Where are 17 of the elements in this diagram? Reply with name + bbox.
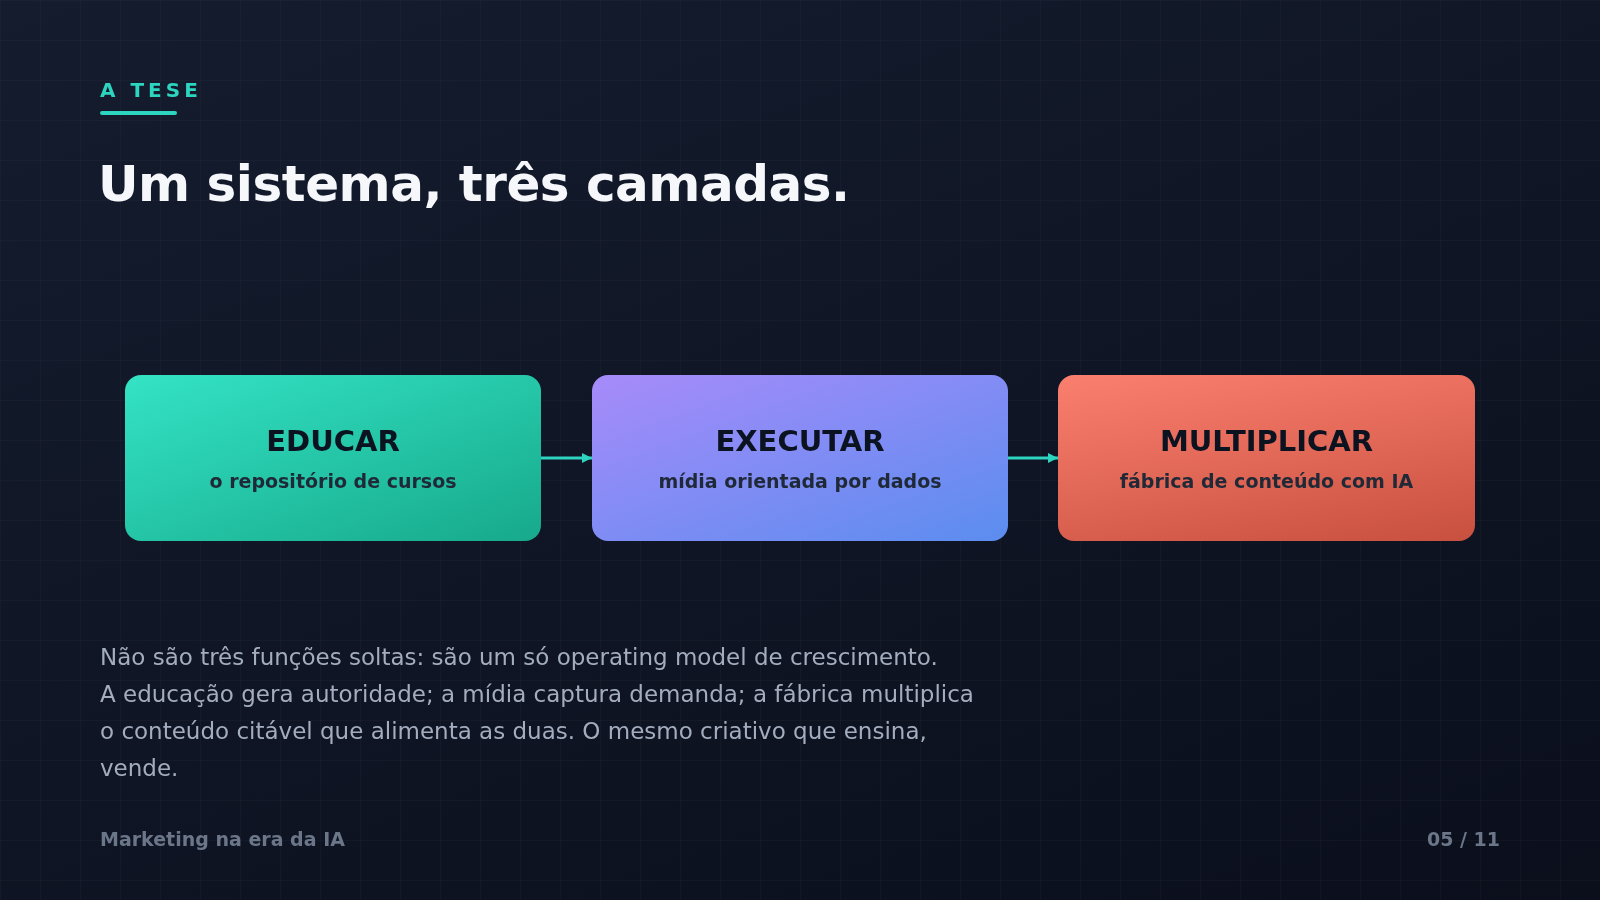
body-text: Não são três funções soltas: são um só operating model de crescimento. xyxy=(100,643,939,672)
layer-card xyxy=(1058,375,1475,541)
body-text: A educação gera autoridade; a mídia captura demanda; a fábrica multiplica o conteúdo citável que alimenta as duas. O mesmo criativo que ensina, vende. xyxy=(100,680,975,783)
layer-card xyxy=(125,375,541,541)
section-label: A TESE xyxy=(100,78,202,102)
card-subtitle: fábrica de conteúdo com IA xyxy=(1119,470,1414,492)
card-heading: EDUCAR xyxy=(266,424,400,458)
card-heading: MULTIPLICAR xyxy=(1159,424,1374,458)
card-subtitle: mídia orientada por dados xyxy=(658,470,942,492)
footer-text: Marketing na era da IA xyxy=(100,828,345,850)
arrow xyxy=(541,453,592,463)
arrow xyxy=(1008,453,1058,463)
card-heading: EXECUTAR xyxy=(715,424,885,458)
card-subtitle: o repositório de cursos xyxy=(209,470,457,492)
slide-title: Um sistema, três camadas. xyxy=(98,155,850,213)
layer-card xyxy=(592,375,1008,541)
page-number: 05 / 11 xyxy=(1426,828,1500,850)
